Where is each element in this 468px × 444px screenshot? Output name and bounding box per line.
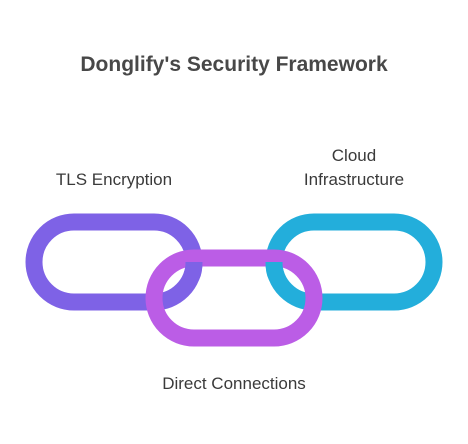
diagram-title: Donglify's Security Framework — [80, 53, 388, 76]
label-tls-line-1: TLS Encryption — [55, 170, 173, 189]
chain-link-direct — [145, 249, 323, 347]
label-direct-line-1: Direct Connections — [162, 374, 306, 393]
label-tls-encryption: TLS Encryption — [30, 168, 198, 192]
label-cloud-line-1: Cloud — [331, 146, 377, 165]
label-cloud-infrastructure: Cloud Infrastructure — [272, 144, 436, 192]
chain-overlap-cloud-front — [265, 261, 285, 289]
label-cloud-line-2: Infrastructure — [303, 170, 405, 189]
chain-overlap-tls-front — [183, 261, 203, 289]
label-direct-connections: Direct Connections — [114, 372, 354, 396]
